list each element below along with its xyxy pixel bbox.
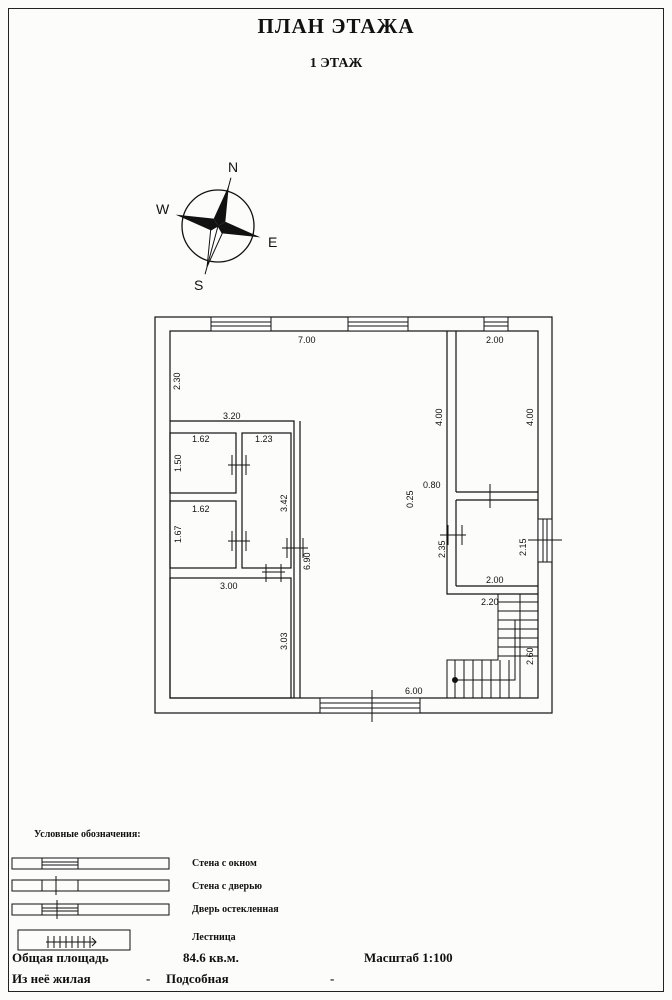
dim-1-62-b: 1.62 bbox=[192, 504, 210, 514]
floor-subtitle: 1 ЭТАЖ bbox=[309, 56, 363, 71]
legend-symbol-glazed-door bbox=[11, 903, 170, 916]
room-1-62-1-50 bbox=[169, 432, 237, 494]
compass-needle-east bbox=[218, 221, 261, 238]
window-2 bbox=[347, 316, 409, 332]
outer-wall-inner bbox=[169, 330, 539, 699]
total-area-value: 84.6 кв.м. bbox=[183, 950, 239, 965]
legend-label-glazed-door: Дверь остекленная bbox=[192, 904, 279, 915]
doors bbox=[228, 455, 562, 722]
dim-2-30: 2.30 bbox=[172, 372, 182, 390]
dim-6-90: 6.90 bbox=[302, 552, 312, 570]
dim-2-35: 2.35 bbox=[437, 540, 447, 558]
page-title: ПЛАН ЭТАЖА bbox=[257, 14, 415, 38]
compass-needle-north bbox=[213, 185, 229, 226]
room-3-00-3-03 bbox=[169, 577, 292, 699]
scale-label: Масштаб 1:100 bbox=[364, 950, 453, 965]
window-1 bbox=[210, 316, 272, 332]
dim-0-25: 0.25 bbox=[405, 490, 415, 508]
dim-1-50: 1.50 bbox=[173, 454, 183, 472]
outer-wall-outer bbox=[154, 316, 553, 714]
compass-west-label: W bbox=[156, 201, 170, 217]
dim-1-23: 1.23 bbox=[255, 434, 273, 444]
dim-0-80: 0.80 bbox=[423, 480, 441, 490]
legend-symbol-staircase bbox=[17, 929, 131, 951]
compass-circle bbox=[181, 189, 255, 263]
living-area-label: Из неё жилая bbox=[12, 971, 91, 986]
compass-east-label: E bbox=[268, 234, 277, 250]
dim-2-60: 2.60 bbox=[525, 647, 535, 665]
window-entrance bbox=[319, 697, 421, 714]
living-area-value: - bbox=[146, 971, 151, 986]
page-frame bbox=[8, 8, 664, 992]
dim-3-00: 3.00 bbox=[220, 581, 238, 591]
walls bbox=[154, 316, 553, 714]
legend-label-staircase: Лестница bbox=[192, 932, 236, 943]
total-area-label: Общая площадь bbox=[12, 950, 109, 965]
legend-label-door-wall: Стена с дверью bbox=[192, 881, 263, 892]
compass-north-label: N bbox=[228, 159, 238, 175]
wall-hall-left bbox=[170, 420, 295, 698]
dim-3-03: 3.03 bbox=[279, 632, 289, 650]
dim-2-15: 2.15 bbox=[518, 538, 528, 556]
dim-7-00: 7.00 bbox=[298, 335, 316, 345]
compass-needle-west bbox=[175, 214, 218, 231]
legend-symbols bbox=[11, 857, 170, 951]
compass-rose: N S E W bbox=[156, 159, 277, 293]
dim-2-00-bottom: 2.00 bbox=[486, 575, 504, 585]
compass-south-label: S bbox=[194, 277, 203, 293]
dim-6-00: 6.00 bbox=[405, 686, 423, 696]
legend-label-window-wall: Стена с окном bbox=[192, 858, 257, 869]
dim-4-00-b: 4.00 bbox=[525, 408, 535, 426]
legend-symbol-door-wall bbox=[11, 879, 170, 892]
windows bbox=[210, 316, 553, 714]
auxiliary-area-label: Подсобная bbox=[166, 971, 229, 986]
dim-2-20: 2.20 bbox=[481, 597, 499, 607]
legend-heading: Условные обозначения: bbox=[34, 829, 141, 840]
dim-1-67: 1.67 bbox=[173, 525, 183, 543]
window-3 bbox=[483, 316, 509, 332]
room-1-62-1-67 bbox=[169, 500, 237, 569]
dim-3-42: 3.42 bbox=[279, 494, 289, 512]
auxiliary-area-value: - bbox=[330, 971, 335, 986]
dimension-labels: 7.00 2.00 2.30 4.00 4.00 3.20 1.62 1.23 … bbox=[172, 335, 535, 696]
staircase bbox=[446, 594, 538, 698]
dim-4-00-a: 4.00 bbox=[434, 408, 444, 426]
dim-1-62-a: 1.62 bbox=[192, 434, 210, 444]
dim-3-20: 3.20 bbox=[223, 411, 241, 421]
dim-2-00-top: 2.00 bbox=[486, 335, 504, 345]
legend-symbol-window-wall bbox=[11, 857, 170, 870]
